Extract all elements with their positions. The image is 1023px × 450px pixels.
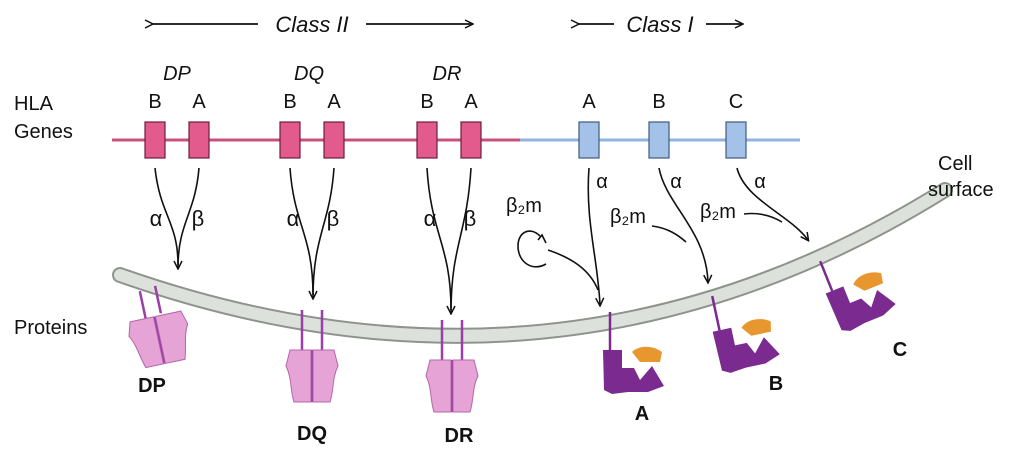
- dq-beta-label: β: [327, 206, 340, 231]
- protein-class1-b: [711, 295, 780, 373]
- surface-label: surface: [928, 179, 994, 201]
- protein-class1-a: [603, 312, 664, 394]
- class2-label: Class II: [275, 12, 348, 37]
- gene-letter-dr-a: A: [464, 91, 478, 113]
- arrow-dq-beta: [313, 167, 335, 298]
- cell-label: Cell: [938, 153, 972, 175]
- gene-letter-dp-a: A: [192, 91, 206, 113]
- protein-label-dq: DQ: [297, 423, 327, 445]
- arrow-class1-c: [736, 167, 808, 240]
- gene-box-dq-a: [323, 121, 345, 159]
- gene-box-class1-c: [725, 121, 747, 159]
- arrow-class1-b: [658, 167, 708, 282]
- arrow-dr-beta: [451, 167, 472, 313]
- b2m-label-1: β₂m: [506, 195, 542, 217]
- gene-letter-dp-b: B: [148, 91, 161, 113]
- gene-letter-class1-c: C: [729, 91, 743, 113]
- proteins-label: Proteins: [14, 317, 87, 339]
- protein-dq: [285, 310, 339, 403]
- arrow-class1-a: [587, 167, 600, 305]
- group-name-dp: DP: [163, 63, 191, 85]
- gene-letter-class1-b: B: [652, 91, 665, 113]
- class1-b-alpha-label: α: [670, 171, 682, 193]
- protein-label-dp: DP: [138, 375, 166, 397]
- protein-dr: [425, 320, 479, 413]
- dq-alpha-label: α: [287, 206, 300, 231]
- dp-beta-label: β: [192, 206, 205, 231]
- protein-label-class1-c: C: [893, 339, 907, 361]
- class1-c-alpha-label: α: [754, 171, 766, 193]
- gene-letter-class1-a: A: [582, 91, 596, 113]
- class1-label: Class I: [626, 12, 693, 37]
- dr-alpha-label: α: [424, 206, 437, 231]
- b2m-recycle-arrow: [517, 230, 547, 268]
- group-name-dq: DQ: [294, 63, 324, 85]
- gene-letter-dq-b: B: [283, 91, 296, 113]
- gene-letter-dr-b: B: [420, 91, 433, 113]
- b2m-join-arrow-a: [547, 249, 599, 291]
- class1-header: Class I: [578, 12, 742, 37]
- gene-box-dp-b: [144, 121, 166, 159]
- protein-dp: [128, 285, 189, 369]
- gene-box-dp-a: [188, 121, 210, 159]
- hla-label: HLA: [14, 93, 54, 115]
- b2m-label-2: β₂m: [610, 206, 646, 228]
- class1-a-alpha-label: α: [596, 171, 608, 193]
- b2m-join-arrow-c: [743, 212, 783, 223]
- protein-label-dr: DR: [445, 425, 474, 447]
- gene-box-class1-a: [578, 121, 600, 159]
- protein-label-class1-a: A: [635, 403, 649, 425]
- gene-box-class1-b: [648, 121, 670, 159]
- arrow-dp-alpha: [154, 167, 179, 266]
- gene-box-dq-b: [279, 121, 301, 159]
- class2-header: Class II: [152, 12, 472, 37]
- dp-alpha-label: α: [150, 206, 163, 231]
- arrow-dq-alpha: [289, 167, 314, 296]
- protein-class1-c: [819, 260, 896, 331]
- group-name-dr: DR: [433, 63, 462, 85]
- gene-letter-dq-a: A: [327, 91, 341, 113]
- b2m-label-3: β₂m: [700, 201, 736, 223]
- gene-box-dr-a: [460, 121, 482, 159]
- protein-label-class1-b: B: [769, 373, 783, 395]
- b2m-join-arrow-b: [651, 225, 687, 243]
- arrow-dr-alpha: [426, 167, 452, 311]
- cell-membrane: [114, 184, 951, 342]
- arrow-dp-beta: [178, 167, 200, 268]
- b2m-recycle-arrowhead: [537, 233, 547, 244]
- gene-box-dr-b: [416, 121, 438, 159]
- genes-label: Genes: [14, 121, 73, 143]
- dr-beta-label: β: [464, 206, 477, 231]
